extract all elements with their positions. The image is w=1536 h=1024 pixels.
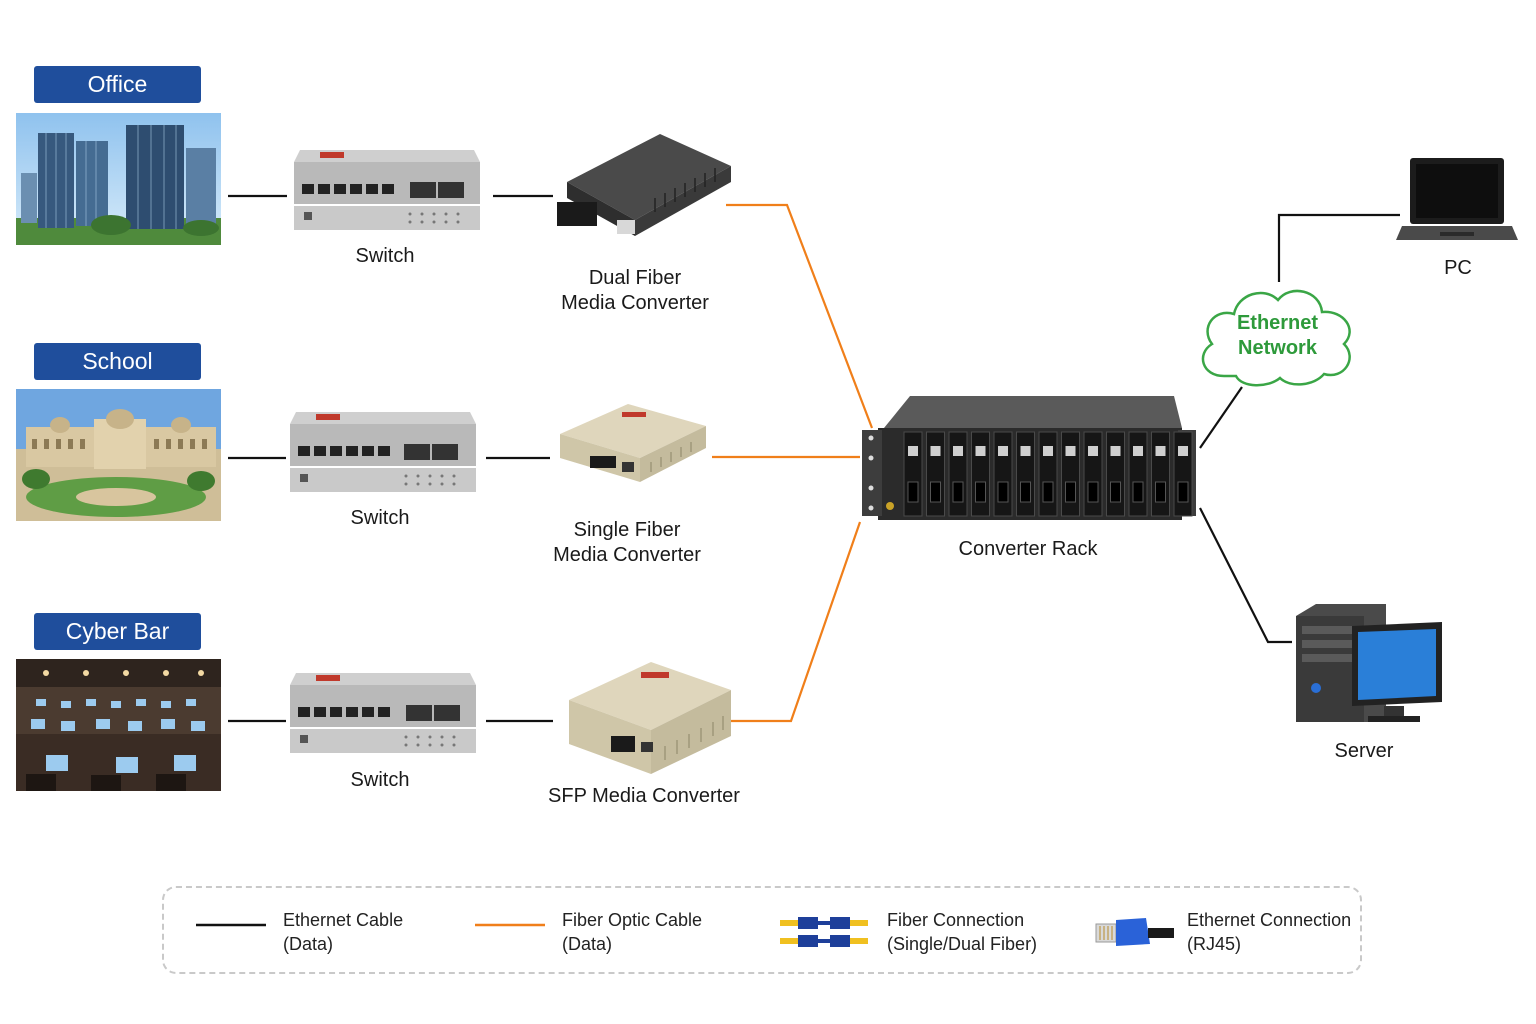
legend-fiber-connection-line1: Fiber Connection [887, 910, 1025, 930]
ethernet-network-label: Ethernet Network [1205, 311, 1350, 361]
rack-rj45-port [1088, 446, 1098, 456]
rack-slot-module [1038, 431, 1058, 517]
rack-slot-module [971, 431, 990, 517]
converter-label-3: SFP Media Converter [534, 784, 754, 809]
rack-fiber-port [1110, 481, 1121, 503]
rack-fiber-port [1087, 481, 1099, 503]
switch-label-1: Switch [355, 245, 415, 267]
office-buildings-image [16, 113, 221, 245]
ethernet-line-rack-cloud [1199, 386, 1243, 449]
school-campus-image [16, 389, 221, 521]
rack-rj45-port [1020, 446, 1031, 456]
fiber-line-converter-3-rack [731, 521, 862, 723]
server-label: Server [1334, 740, 1394, 762]
ethernet-network-label-line1: Ethernet [1236, 312, 1319, 334]
rack-fiber-port [1065, 481, 1076, 503]
converter-label-3-line1: SFP Media Converter [548, 785, 740, 807]
site-badge-cyber-bar: Cyber Bar [34, 613, 201, 650]
legend-fiber-optic-cable-line1: Fiber Optic Cable [562, 910, 703, 930]
converter-rack-label: Converter Rack [958, 538, 1098, 560]
ethernet-line-cloud-pc [1277, 213, 1400, 282]
rack-slot-module [1128, 431, 1148, 517]
rack-rj45-port [930, 446, 941, 456]
rack-rj45-port [953, 446, 963, 456]
rj45-connector-icon [1095, 918, 1174, 946]
rack-slot-module [1083, 431, 1103, 517]
rack-fiber-port [907, 481, 919, 503]
converter-label-2-line2: Media Converter [553, 544, 701, 566]
rack-fiber-port [1177, 481, 1189, 503]
switch-device-1 [294, 150, 480, 230]
rack-slot-module [1106, 431, 1125, 517]
converter-label-1-line2: Media Converter [561, 292, 709, 314]
site-badge-office: Office [34, 66, 201, 103]
rack-slot-module [903, 431, 923, 517]
legend-ethernet-connection-line2: (RJ45) [1187, 934, 1242, 954]
converter-label-2: Single Fiber Media Converter [527, 518, 727, 568]
pc-laptop-icon [1396, 158, 1518, 240]
converter-rack-device [862, 396, 1196, 520]
sfp-converter-device [569, 662, 731, 774]
switch-device-3 [290, 673, 476, 753]
converter-label-1-line1: Dual Fiber [588, 267, 682, 289]
legend-ethernet-connection-line1: Ethernet Connection [1187, 910, 1352, 930]
rack-fiber-port [1155, 481, 1166, 503]
single-fiber-converter-device [560, 404, 706, 482]
dual-fiber-converter-device [557, 134, 731, 236]
ethernet-network-label-line2: Network [1238, 337, 1317, 359]
legend-ethernet-connection: Ethernet Connection (RJ45) [1187, 908, 1351, 956]
legend-fiber-connection-line2: (Single/Dual Fiber) [887, 934, 1038, 954]
pc-label: PC [1444, 257, 1472, 279]
rack-slot-module [1061, 431, 1080, 517]
legend-ethernet-cable-line2: (Data) [283, 934, 334, 954]
switch-label-3: Switch [350, 769, 410, 791]
legend-fiber-optic-cable-swatch [475, 923, 545, 927]
rack-slot-module [926, 431, 945, 517]
rack-rj45-port [1155, 446, 1166, 456]
rack-fiber-port [1042, 481, 1054, 503]
legend-ethernet-cable: Ethernet Cable (Data) [283, 908, 403, 956]
rack-rj45-port [975, 446, 986, 456]
rack-rj45-port [1110, 446, 1121, 456]
server-computer-icon [1296, 604, 1442, 722]
fiber-connector-icon [780, 917, 868, 947]
rack-rj45-port [1133, 446, 1143, 456]
rack-fiber-port [930, 481, 941, 503]
legend-fiber-optic-cable-line2: (Data) [562, 934, 613, 954]
switch-label-2: Switch [350, 507, 410, 529]
rack-slot-module [1173, 431, 1193, 517]
rack-fiber-port [1132, 481, 1144, 503]
legend-fiber-connection: Fiber Connection (Single/Dual Fiber) [887, 908, 1037, 956]
legend [162, 886, 1362, 974]
rack-fiber-port [975, 481, 986, 503]
rack-fiber-port [952, 481, 964, 503]
legend-ethernet-cable-line1: Ethernet Cable [283, 910, 404, 930]
rack-rj45-port [1178, 446, 1188, 456]
site-badge-school: School [34, 343, 201, 380]
rack-rj45-port [1043, 446, 1053, 456]
rack-slot-module [1016, 431, 1035, 517]
rack-slot-module [948, 431, 968, 517]
rack-fiber-port [997, 481, 1009, 503]
rack-rj45-port [998, 446, 1008, 456]
rack-rj45-port [1065, 446, 1076, 456]
legend-fiber-optic-cable: Fiber Optic Cable (Data) [562, 908, 702, 956]
rack-slot-module [1151, 431, 1170, 517]
ethernet-network-cloud-icon [1201, 289, 1351, 387]
legend-ethernet-cable-swatch [196, 923, 266, 927]
converter-label-1: Dual Fiber Media Converter [535, 266, 735, 316]
fiber-line-converter-1-rack [726, 203, 874, 429]
ethernet-line-rack-server [1199, 507, 1292, 644]
rack-fiber-port [1020, 481, 1031, 503]
cyber-bar-image [16, 659, 221, 791]
converter-label-2-line1: Single Fiber [573, 519, 681, 541]
rack-rj45-port [908, 446, 918, 456]
rack-slot-module [993, 431, 1013, 517]
switch-device-2 [290, 412, 476, 492]
